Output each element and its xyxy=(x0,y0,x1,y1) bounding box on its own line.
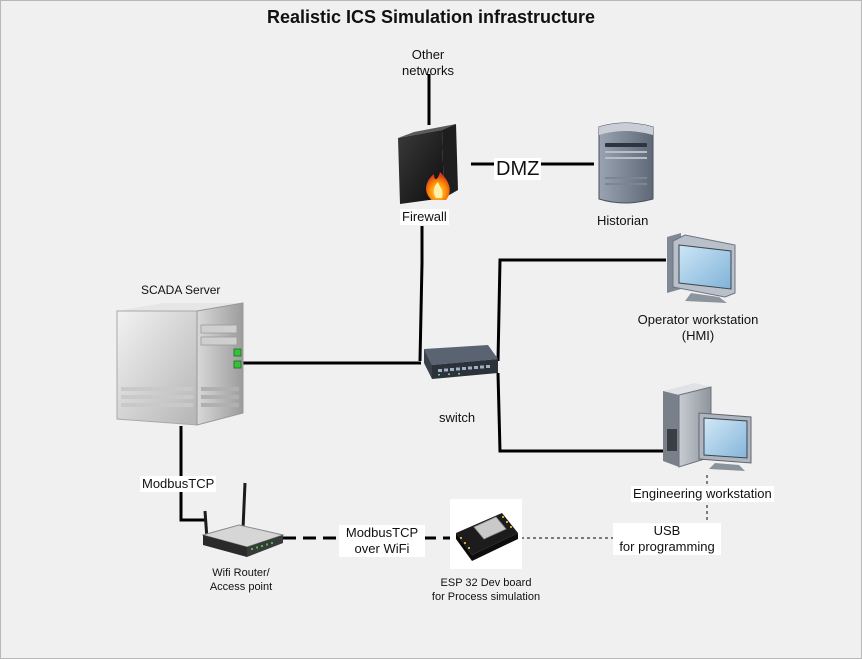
label-historian: Historian xyxy=(597,213,649,228)
label-dmz: DMZ xyxy=(494,158,542,180)
link-scada-router xyxy=(179,426,207,522)
label-esp32: ESP 32 Dev board for Process simulation xyxy=(431,577,541,603)
link-switch-operator xyxy=(496,258,666,362)
diagram-title: Realistic ICS Simulation infrastructure xyxy=(266,7,596,27)
scada-server-icon xyxy=(116,302,244,426)
wifi-router-icon xyxy=(201,482,285,557)
label-engineering-workstation: Engineering workstation xyxy=(631,486,774,502)
label-wifi-router: Wifi Router/ Access point xyxy=(209,567,273,593)
link-switch-engineering xyxy=(496,372,666,453)
label-switch: switch xyxy=(439,410,476,425)
firewall-icon xyxy=(398,124,458,204)
label-operator-workstation: Operator workstation (HMI) xyxy=(637,312,759,343)
esp32-board-icon xyxy=(456,513,518,561)
label-modbus-tcp: ModbusTCP xyxy=(140,476,217,492)
label-scada-server: SCADA Server xyxy=(141,283,221,297)
link-firewall-switch xyxy=(418,226,424,362)
engineering-workstation-icon xyxy=(663,383,752,471)
switch-icon xyxy=(424,345,498,379)
label-other-networks: Other networks xyxy=(401,47,455,78)
label-usb-programming: USB for programming xyxy=(613,523,721,555)
label-modbus-over-wifi: ModbusTCP over WiFi xyxy=(339,525,425,557)
operator-workstation-icon xyxy=(667,233,736,303)
esp32-board-frame xyxy=(450,499,522,569)
label-firewall: Firewall xyxy=(400,209,449,225)
historian-server-icon xyxy=(598,122,654,204)
